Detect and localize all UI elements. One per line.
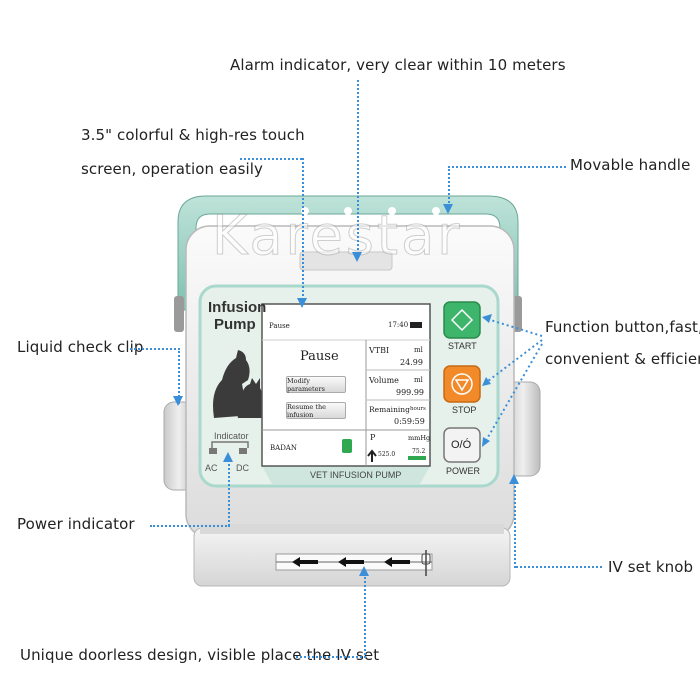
caption-screen-line1: 3.5" colorful & high-res touch — [81, 126, 305, 144]
indicator-bracket — [211, 441, 249, 448]
iv-connector-cap — [421, 553, 431, 565]
flow-arrows — [292, 557, 410, 567]
power-symbol-icon: O/Ó — [451, 439, 472, 451]
caption-doorless: Unique doorless design, visible place th… — [20, 646, 380, 664]
tray-lip — [200, 524, 504, 534]
arrow-up-icon — [367, 449, 377, 462]
leader-handle-v — [448, 166, 450, 210]
caption-power-indicator: Power indicator — [17, 515, 135, 533]
leader-screen-v — [302, 158, 304, 304]
leader-knob-v — [514, 478, 516, 568]
volume-value: 999.99 — [396, 388, 424, 397]
screen-status-left: Pause — [269, 322, 290, 330]
leader-doorless-h — [296, 656, 366, 658]
remaining-value: 0:59:59 — [394, 417, 425, 426]
leader-doorless-v — [364, 570, 366, 658]
panel-footer-strip — [262, 466, 430, 484]
modify-parameters-button[interactable]: Modify parameters — [286, 376, 346, 393]
caption-clip: Liquid check clip — [17, 338, 144, 356]
vtbi-label: VTBI — [369, 346, 390, 355]
alarm-indicator — [299, 251, 393, 271]
drug-name: BADAN — [270, 444, 297, 452]
dc-label: DC — [236, 463, 249, 473]
screen-state: Pause — [300, 349, 339, 364]
caption-function-line1: Function button,fast, — [545, 318, 700, 336]
pressure-bar — [408, 456, 426, 460]
panel-title-line1: Infusion — [208, 299, 267, 316]
remaining-label: Remaining — [369, 405, 410, 414]
dc-led — [239, 448, 247, 454]
leader-power-v — [228, 456, 230, 526]
vtbi-unit: ml — [414, 346, 423, 354]
power-button[interactable] — [443, 427, 481, 463]
pressure-value: 75.2 — [412, 448, 426, 455]
caption-function-line2: convenient & efficient — [545, 350, 700, 368]
pressure-limit: 525.0 — [378, 451, 396, 458]
battery-icon — [410, 322, 422, 328]
leader-clip-h — [130, 348, 180, 350]
panel-title-line2: Pump — [214, 316, 256, 333]
pressure-unit: mmHg — [408, 434, 431, 442]
leader-handle-h — [448, 166, 566, 168]
volume-unit: ml — [414, 376, 423, 384]
handle-dot — [388, 207, 396, 215]
stop-label: STOP — [452, 405, 477, 415]
start-icon — [450, 308, 474, 332]
leader-screen-h — [240, 158, 302, 160]
ac-led — [209, 448, 217, 454]
vtbi-value: 24.99 — [400, 358, 423, 367]
indicator-label: Indicator — [214, 431, 249, 441]
ac-label: AC — [205, 463, 218, 473]
resume-infusion-button[interactable]: Resume the infusion — [286, 402, 346, 419]
pressure-label: P — [370, 433, 376, 442]
leader-alarm — [357, 80, 359, 258]
leader-knob-h — [516, 566, 602, 568]
handle-dot — [432, 207, 440, 215]
caption-screen-line2: screen, operation easily — [81, 160, 264, 178]
handle-dot — [344, 207, 352, 215]
leader-clip-v — [178, 348, 180, 404]
start-label: START — [448, 341, 477, 351]
brand-watermark: Karestar — [211, 204, 463, 268]
caption-alarm: Alarm indicator, very clear within 10 me… — [230, 56, 566, 74]
screen-status-time: 17:40 — [388, 321, 409, 329]
power-label: POWER — [446, 466, 481, 476]
stop-button[interactable] — [443, 365, 481, 403]
start-button[interactable] — [443, 301, 481, 339]
leader-power-h — [150, 525, 230, 527]
caption-knob: IV set knob — [608, 558, 694, 576]
drip-bag-icon — [342, 439, 352, 453]
caption-handle: Movable handle — [570, 156, 691, 174]
side-bracket-left — [174, 296, 184, 332]
remaining-unit: hours — [410, 406, 426, 412]
volume-label: Volume — [369, 376, 399, 385]
panel-footer: VET INFUSION PUMP — [310, 470, 402, 480]
stop-icon — [451, 373, 473, 395]
stop-icon-triangle — [454, 379, 470, 392]
